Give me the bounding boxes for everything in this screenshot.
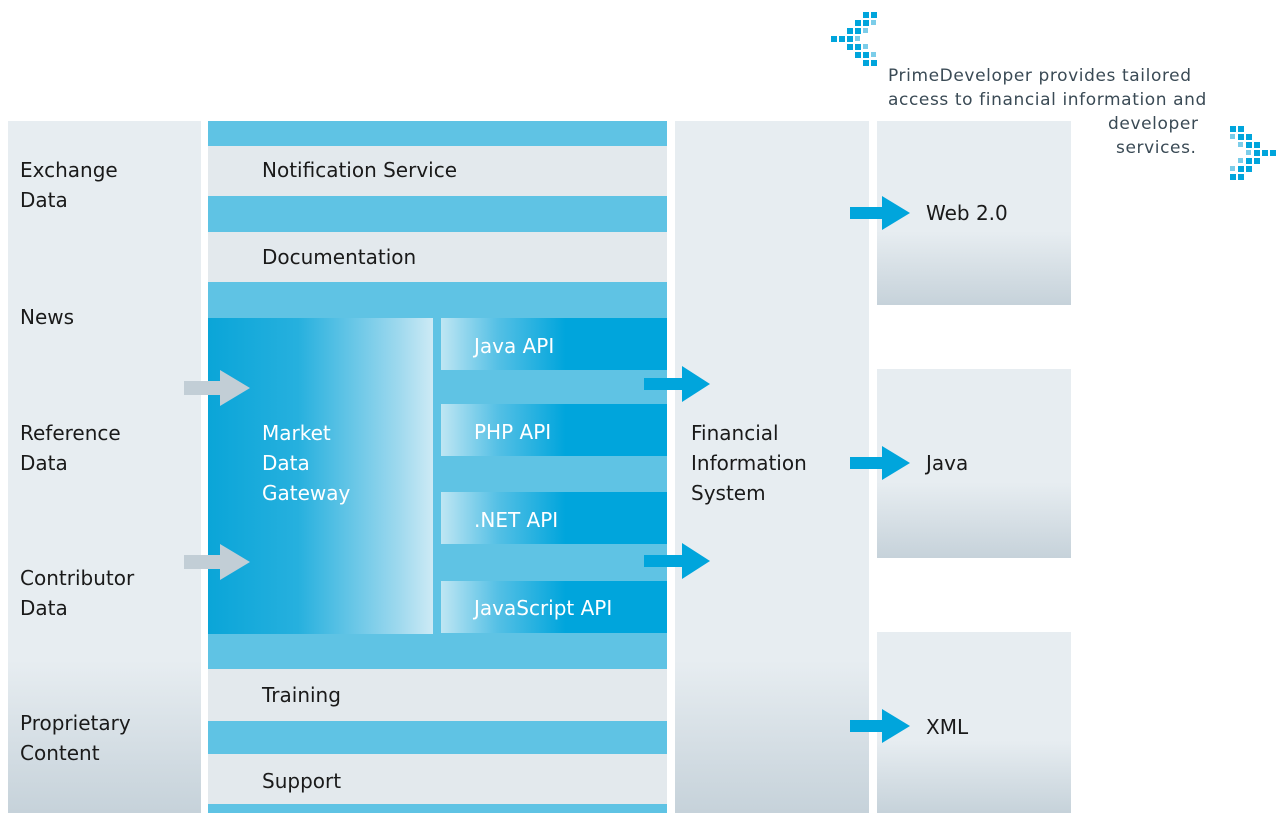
source-contributor-line1: Contributor — [20, 566, 135, 590]
source-exchange-line2: Data — [20, 188, 68, 212]
fis-line3: System — [691, 481, 766, 505]
gateway-line2: Data — [262, 451, 310, 475]
xml-output-label: XML — [926, 715, 969, 739]
tagline: PrimeDeveloper provides tailored access … — [888, 64, 1248, 160]
java-api-block — [441, 318, 667, 370]
tagline-line-2: access to financial information and — [888, 90, 1207, 110]
gateway-line1: Market — [262, 421, 331, 445]
gateway-line3: Gateway — [262, 481, 351, 505]
source-proprietary-line2: Content — [20, 741, 100, 765]
market-data-gateway-label: Market Data Gateway — [262, 418, 350, 508]
data-sources-column — [8, 121, 201, 813]
grey-input-arrow-icon — [184, 370, 250, 406]
source-contributor-data: Contributor Data — [20, 563, 134, 623]
blue-output-arrow-icon — [850, 709, 910, 743]
market-data-gateway — [208, 318, 433, 634]
financial-information-system-column — [675, 121, 869, 813]
php-api-block — [441, 404, 667, 456]
notification-service-band — [208, 146, 667, 196]
financial-information-system-label: Financial Information System — [691, 418, 807, 508]
javascript-api-label: JavaScript API — [474, 596, 613, 620]
javascript-api-block — [441, 581, 667, 633]
support-band — [208, 754, 667, 804]
blue-api-to-fis-arrow-icon — [644, 366, 710, 402]
training-label: Training — [262, 683, 341, 707]
grey-input-arrow-icon — [184, 544, 250, 580]
tagline-line-3: developer — [1108, 114, 1199, 134]
blue-output-arrow-icon — [850, 196, 910, 230]
xml-output-box — [877, 632, 1071, 813]
blue-api-to-fis-arrow-icon — [644, 543, 710, 579]
net-api-block — [441, 492, 667, 544]
web-2-output-label: Web 2.0 — [926, 201, 1008, 225]
blue-output-arrow-icon — [850, 446, 910, 480]
java-api-label: Java API — [474, 334, 555, 358]
source-exchange-line1: Exchange — [20, 158, 118, 182]
documentation-label: Documentation — [262, 245, 417, 269]
documentation-band — [208, 232, 667, 282]
source-exchange-data: Exchange Data — [20, 155, 118, 215]
training-band — [208, 669, 667, 721]
source-reference-data: Reference Data — [20, 418, 121, 478]
source-proprietary-line1: Proprietary — [20, 711, 131, 735]
source-proprietary-content: Proprietary Content — [20, 708, 131, 768]
source-news: News — [20, 305, 75, 329]
notification-service-label: Notification Service — [262, 158, 458, 182]
support-label: Support — [262, 769, 342, 793]
java-output-label: Java — [926, 451, 969, 475]
source-reference-line1: Reference — [20, 421, 121, 445]
tagline-line-1: PrimeDeveloper provides tailored — [888, 66, 1192, 86]
right-chevron-logo-icon — [1230, 126, 1276, 180]
java-output-box — [877, 369, 1071, 558]
left-chevron-logo-icon — [831, 12, 877, 66]
tagline-line-4: services. — [1116, 138, 1197, 158]
net-api-label: .NET API — [474, 508, 559, 532]
source-contributor-line2: Data — [20, 596, 68, 620]
php-api-label: PHP API — [474, 420, 552, 444]
fis-line2: Information — [691, 451, 807, 475]
source-reference-line2: Data — [20, 451, 68, 475]
fis-line1: Financial — [691, 421, 779, 445]
